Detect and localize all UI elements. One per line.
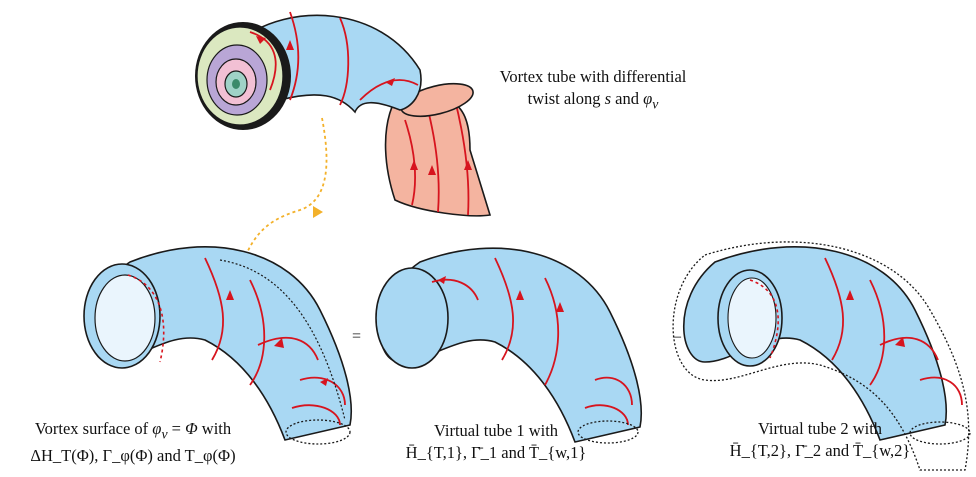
tube1-caption-line1: Virtual tube 1 with bbox=[398, 420, 594, 442]
surface-caption: Vortex surface of φv = Φ with ΔH_T(Φ), Γ… bbox=[2, 418, 264, 467]
tube2-caption: Virtual tube 2 with H̄_{T,2}, Γ̄_2 and T… bbox=[722, 418, 918, 462]
top-vortex-tube bbox=[195, 12, 490, 216]
tube1-caption: Virtual tube 1 with H̄_{T,1}, Γ̄_1 and T… bbox=[398, 420, 594, 464]
tube2-caption-line2: H̄_{T,2}, Γ̄_2 and T̄_{w,2} bbox=[722, 440, 918, 462]
equals-sign: = bbox=[352, 328, 361, 346]
top-caption-line1: Vortex tube with differential bbox=[478, 66, 708, 88]
vortex-surface bbox=[84, 247, 351, 444]
tube2-caption-line1: Virtual tube 2 with bbox=[722, 418, 918, 440]
top-caption: Vortex tube with differential twist alon… bbox=[478, 66, 708, 115]
surface-caption-line1: Vortex surface of φv = Φ with bbox=[2, 418, 264, 445]
virtual-tube-1 bbox=[376, 248, 641, 443]
minus-sign: – bbox=[673, 328, 681, 346]
top-caption-line2: twist along s and φv bbox=[478, 88, 708, 115]
tube1-caption-line2: H̄_{T,1}, Γ̄_1 and T̄_{w,1} bbox=[398, 442, 594, 464]
surface-caption-line2: ΔH_T(Φ), Γ_φ(Φ) and T_φ(Φ) bbox=[2, 445, 264, 467]
